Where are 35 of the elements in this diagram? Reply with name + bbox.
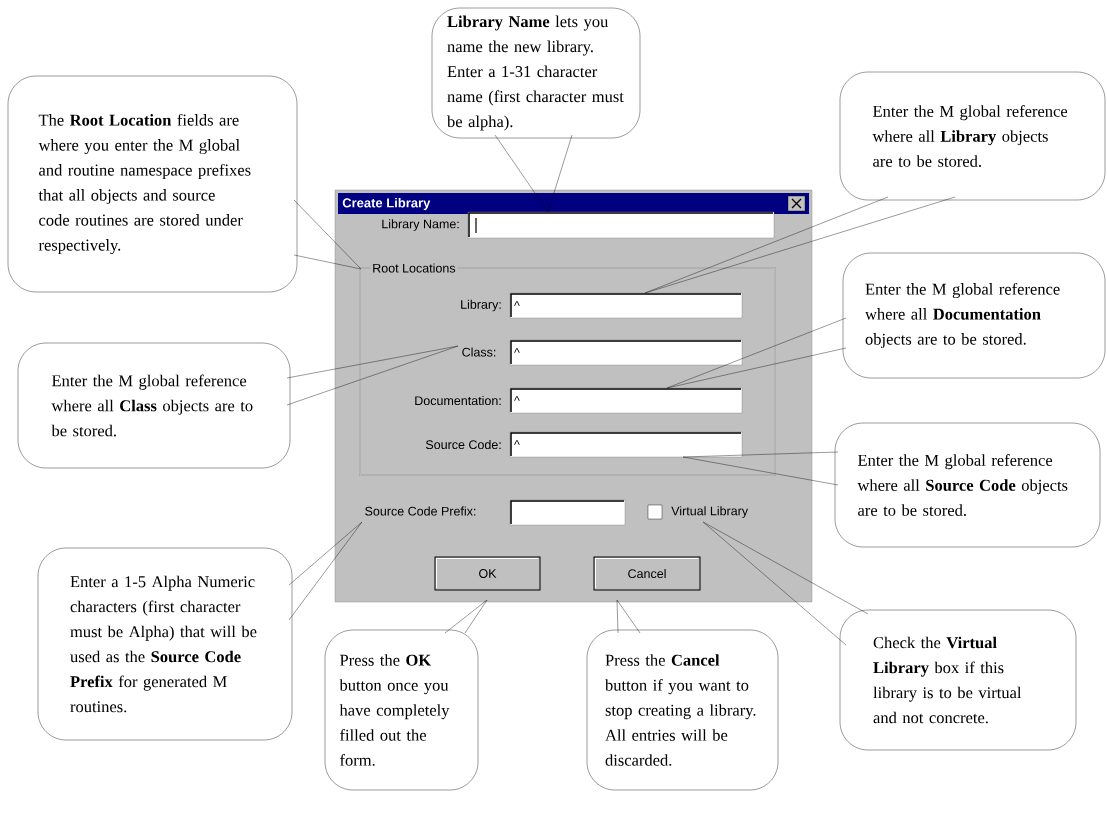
callout-bubble: Enter a 1-5 Alpha Numeric characters (first character must be Alpha) that will be used as the Source Code Prefix for generated M routines.: [37, 547, 293, 741]
callout-pointer: [286, 345, 459, 406]
callout-bubble: Enter the M global reference where all Source Code objects are to be stored.: [834, 422, 1101, 548]
callout-pointer: [616, 599, 641, 634]
field-label: Source Code Prefix:: [365, 506, 476, 516]
callout-pointer: [288, 521, 363, 621]
callout-bubble: Library Name lets you name the new library. Enter a 1-31 character name (first character must be alpha).: [431, 7, 641, 139]
checkbox: Virtual Library: [647, 504, 749, 520]
callout-pointer: [293, 199, 362, 270]
callout-bubble: Enter the M global reference where all Library objects are to be stored.: [839, 71, 1106, 201]
push-button: OK: [434, 556, 541, 591]
push-button: Cancel: [593, 556, 701, 591]
node-label: Virtual Library: [671, 506, 749, 518]
input-field: [509, 499, 626, 526]
callout-pointer: [644, 196, 956, 294]
callout-bubble: The Root Location fields are where you enter the M global and routine namespace prefixes that all objects and source code routines are stored under respectively.: [7, 75, 298, 293]
field-label: Documentation:: [415, 395, 501, 406]
callout-bubble: Press the Cancel button if you want to stop creating a library. All entries will be discarded.: [586, 629, 779, 791]
callout-bubble: Press the OK button once you have completely filled out the form.: [324, 629, 479, 791]
input-field: ^: [509, 431, 743, 458]
field-label: Class:: [462, 347, 496, 357]
field-label: Library Name:: [382, 219, 459, 231]
callout-bubble: Enter the M global reference where all Documentation objects are to be stored.: [842, 252, 1106, 379]
field-label: Library:: [461, 299, 501, 312]
callout-bubble: Enter the M global reference where all Class objects are to be stored.: [17, 342, 291, 469]
callout-bubble: Check the Virtual Library box if this library is to be virtual and not concrete.: [839, 609, 1077, 751]
field-label: Source Code:: [425, 439, 501, 450]
input-field: ^: [509, 339, 743, 366]
input-field: ^: [509, 387, 743, 414]
input-field: ^: [509, 292, 743, 319]
callout-pointer: [702, 521, 869, 646]
callout-pointer: [444, 599, 488, 634]
callout-pointer: [494, 134, 573, 213]
callout-pointer: [682, 451, 839, 486]
callout-pointer: [666, 317, 847, 389]
